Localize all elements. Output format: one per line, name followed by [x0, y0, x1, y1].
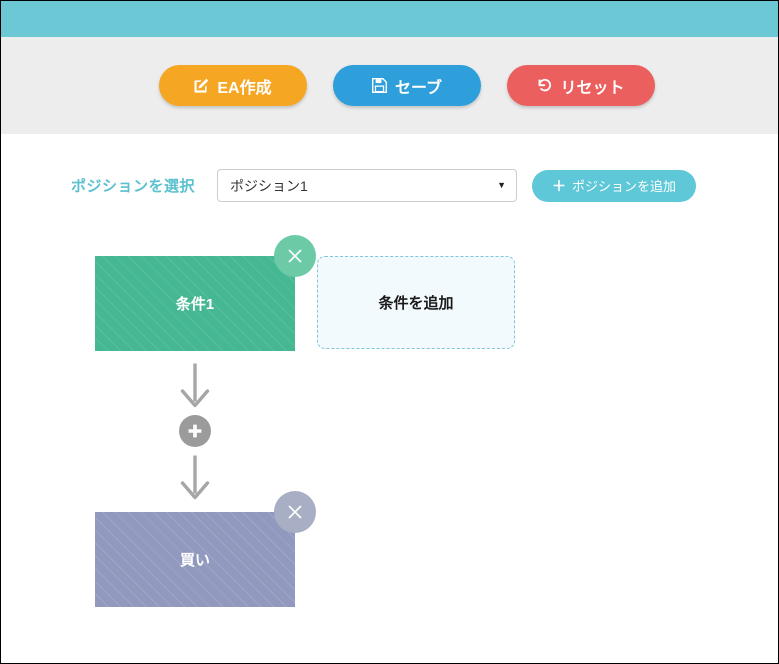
arrow-down-icon-2 [178, 454, 212, 500]
plus-icon: ＋ [552, 177, 567, 194]
order-block[interactable]: 買い [95, 491, 316, 607]
toolbar: EA作成 セーブ リセット [1, 37, 778, 134]
save-label: セーブ [394, 79, 443, 97]
position-select-value: ポジション1 [230, 177, 308, 194]
flow-connector [95, 351, 295, 512]
condition-block-label: 条件1 [175, 296, 215, 313]
edit-square-icon [193, 77, 210, 94]
brand-bar [1, 1, 778, 37]
add-step-button[interactable] [179, 415, 211, 447]
ea-create-label: EA作成 [217, 79, 272, 97]
condition-block[interactable]: 条件1 [95, 235, 316, 351]
order-block-close-button[interactable] [274, 491, 316, 533]
add-position-label: ポジションを追加 [572, 179, 677, 194]
flow-diagram: 条件1 条件を追加 [95, 235, 515, 607]
close-x-icon-2 [284, 501, 306, 523]
save-button[interactable]: セーブ [332, 65, 481, 106]
add-position-button[interactable]: ＋ ポジションを追加 [532, 169, 697, 202]
position-select[interactable]: ポジション1 ▼ [217, 169, 518, 202]
close-x-icon [284, 245, 306, 267]
undo-rotate-icon [536, 77, 553, 94]
add-condition-button[interactable]: 条件を追加 [317, 256, 515, 349]
ea-create-button[interactable]: EA作成 [158, 65, 307, 106]
add-condition-label: 条件を追加 [378, 295, 454, 312]
main-canvas: ポジションを選択 ポジション1 ▼ ＋ ポジションを追加 条件1 [1, 134, 778, 663]
condition-block-close-button[interactable] [274, 235, 316, 277]
reset-button[interactable]: リセット [506, 65, 655, 106]
reset-label: リセット [560, 79, 625, 97]
order-block-label: 買い [179, 552, 210, 569]
position-select-label: ポジションを選択 [71, 178, 196, 195]
condition-row: 条件1 条件を追加 [95, 235, 515, 351]
arrow-down-icon [178, 362, 212, 408]
chevron-down-icon: ▼ [497, 180, 507, 190]
position-selector-row: ポジションを選択 ポジション1 ▼ ＋ ポジションを追加 [71, 169, 697, 202]
floppy-disk-icon [371, 77, 388, 94]
plus-circle-icon [186, 422, 204, 440]
